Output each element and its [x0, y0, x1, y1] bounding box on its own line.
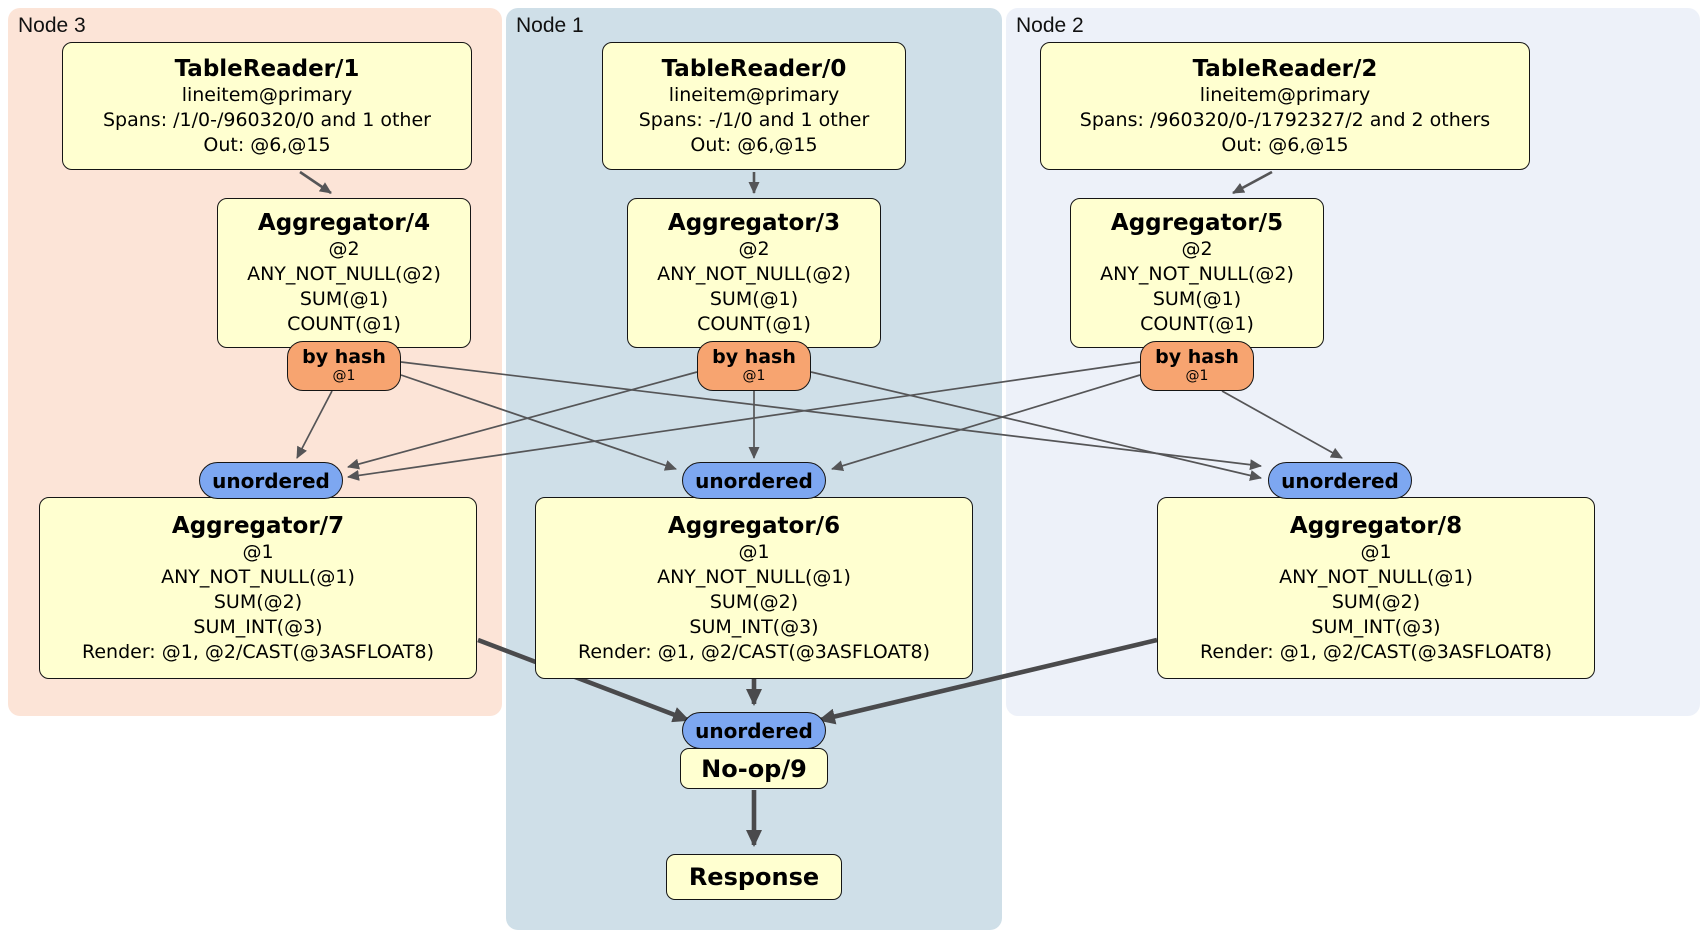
router-by-hash-4: by hash @1 — [287, 341, 401, 391]
edge-router4-sync8 — [400, 361, 1262, 471]
edge-router4-sync6 — [400, 374, 677, 471]
processor-line: lineitem@primary — [668, 83, 840, 106]
processor-line: ANY_NOT_NULL(@2) — [657, 263, 851, 285]
processor-line: Spans: /960320/0-/1792327/2 and 2 others — [1079, 108, 1491, 131]
processor-line: @1 — [738, 540, 770, 563]
processor-line: lineitem@primary — [1199, 83, 1371, 106]
processor-aggregator-6: Aggregator/6 @1 ANY_NOT_NULL(@1) SUM(@2)… — [535, 497, 973, 679]
edge-tablereader1-aggregator4 — [299, 170, 332, 195]
edge-router3-sync7 — [347, 371, 698, 470]
processor-line: COUNT(@1) — [287, 313, 401, 335]
sync-label: unordered — [212, 468, 330, 493]
processor-line: SUM(@2) — [213, 590, 303, 613]
processor-line: @1 — [1360, 540, 1392, 563]
sync-unordered-9: unordered — [682, 712, 826, 749]
edge-router4-sync7 — [296, 390, 333, 459]
processor-aggregator-7: Aggregator/7 @1 ANY_NOT_NULL(@1) SUM(@2)… — [39, 497, 477, 679]
processor-line: @2 — [1181, 238, 1213, 260]
processor-aggregator-3: Aggregator/3 @2 ANY_NOT_NULL(@2) SUM(@1)… — [627, 198, 881, 348]
processor-line: SUM(@2) — [709, 590, 799, 613]
processor-line: SUM(@2) — [1331, 590, 1421, 613]
processor-aggregator-8: Aggregator/8 @1 ANY_NOT_NULL(@1) SUM(@2)… — [1157, 497, 1595, 679]
processor-line: SUM_INT(@3) — [193, 615, 323, 638]
router-by-hash-5: by hash @1 — [1140, 341, 1254, 391]
processor-title: Aggregator/6 — [667, 512, 841, 539]
sync-unordered-6: unordered — [682, 462, 826, 499]
processor-line: SUM_INT(@3) — [1311, 615, 1441, 638]
sync-label: unordered — [1281, 468, 1399, 493]
router-key: @1 — [332, 368, 356, 384]
processor-title: TableReader/1 — [174, 55, 360, 82]
sync-label: unordered — [695, 468, 813, 493]
processor-line: COUNT(@1) — [697, 313, 811, 335]
processor-line: COUNT(@1) — [1140, 313, 1254, 335]
processor-title: Aggregator/5 — [1110, 210, 1284, 236]
processor-tablereader-1: TableReader/1 lineitem@primary Spans: /1… — [62, 42, 472, 170]
edge-router5-sync6 — [831, 374, 1141, 472]
processor-title: TableReader/0 — [661, 55, 847, 82]
router-by-hash-3: by hash @1 — [697, 341, 811, 391]
processor-line: @2 — [328, 238, 360, 260]
processor-tablereader-0: TableReader/0 lineitem@primary Spans: -/… — [602, 42, 906, 170]
edge-router3-sync8 — [810, 371, 1262, 481]
sync-unordered-7: unordered — [199, 462, 343, 499]
processor-line: Out: @6,@15 — [690, 133, 818, 156]
processor-line: ANY_NOT_NULL(@1) — [1279, 565, 1473, 588]
panel-label-node2: Node 2 — [1016, 14, 1084, 37]
processor-title: Aggregator/7 — [171, 512, 345, 539]
processor-noop-9: No-op/9 — [680, 748, 828, 789]
router-label: by hash — [1155, 346, 1239, 368]
processor-aggregator-5: Aggregator/5 @2 ANY_NOT_NULL(@2) SUM(@1)… — [1070, 198, 1324, 348]
processor-tablereader-2: TableReader/2 lineitem@primary Spans: /9… — [1040, 42, 1530, 170]
processor-line: Out: @6,@15 — [203, 133, 331, 156]
processor-aggregator-4: Aggregator/4 @2 ANY_NOT_NULL(@2) SUM(@1)… — [217, 198, 471, 348]
edge-router5-sync8 — [1221, 390, 1343, 459]
processor-title: Aggregator/4 — [257, 210, 431, 236]
processor-line: SUM(@1) — [709, 288, 799, 310]
processor-response: Response — [666, 854, 842, 900]
edge-aggregator7-sync9 — [477, 637, 690, 723]
processor-title: No-op/9 — [701, 754, 807, 783]
processor-line: Spans: -/1/0 and 1 other — [638, 108, 870, 131]
edge-router5-sync7 — [347, 361, 1141, 481]
processor-line: Spans: /1/0-/960320/0 and 1 other — [103, 108, 431, 131]
processor-line: Out: @6,@15 — [1221, 133, 1349, 156]
processor-title: Response — [688, 863, 820, 891]
processor-line: ANY_NOT_NULL(@2) — [247, 263, 441, 285]
panel-label-node3: Node 3 — [18, 14, 86, 37]
processor-title: Aggregator/3 — [667, 210, 841, 236]
edge-tablereader2-aggregator5 — [1232, 170, 1273, 195]
processor-line: SUM(@1) — [299, 288, 389, 310]
processor-line: Render: @1, @2/CAST(@3ASFLOAT8) — [1200, 640, 1552, 663]
sync-label: unordered — [695, 718, 813, 743]
router-key: @1 — [742, 368, 766, 384]
processor-line: Render: @1, @2/CAST(@3ASFLOAT8) — [82, 640, 434, 663]
edge-aggregator8-sync9 — [818, 637, 1158, 725]
processor-line: ANY_NOT_NULL(@1) — [657, 565, 851, 588]
processor-line: Render: @1, @2/CAST(@3ASFLOAT8) — [578, 640, 930, 663]
processor-line: @2 — [738, 238, 770, 260]
processor-line: SUM(@1) — [1152, 288, 1242, 310]
router-key: @1 — [1185, 368, 1209, 384]
processor-title: TableReader/2 — [1192, 55, 1378, 82]
sync-unordered-8: unordered — [1268, 462, 1412, 499]
processor-line: SUM_INT(@3) — [689, 615, 819, 638]
processor-line: ANY_NOT_NULL(@1) — [161, 565, 355, 588]
processor-title: Aggregator/8 — [1289, 512, 1463, 539]
processor-line: ANY_NOT_NULL(@2) — [1100, 263, 1294, 285]
processor-line: @1 — [242, 540, 274, 563]
router-label: by hash — [302, 346, 386, 368]
panel-label-node1: Node 1 — [516, 14, 584, 37]
processor-line: lineitem@primary — [181, 83, 353, 106]
router-label: by hash — [712, 346, 796, 368]
